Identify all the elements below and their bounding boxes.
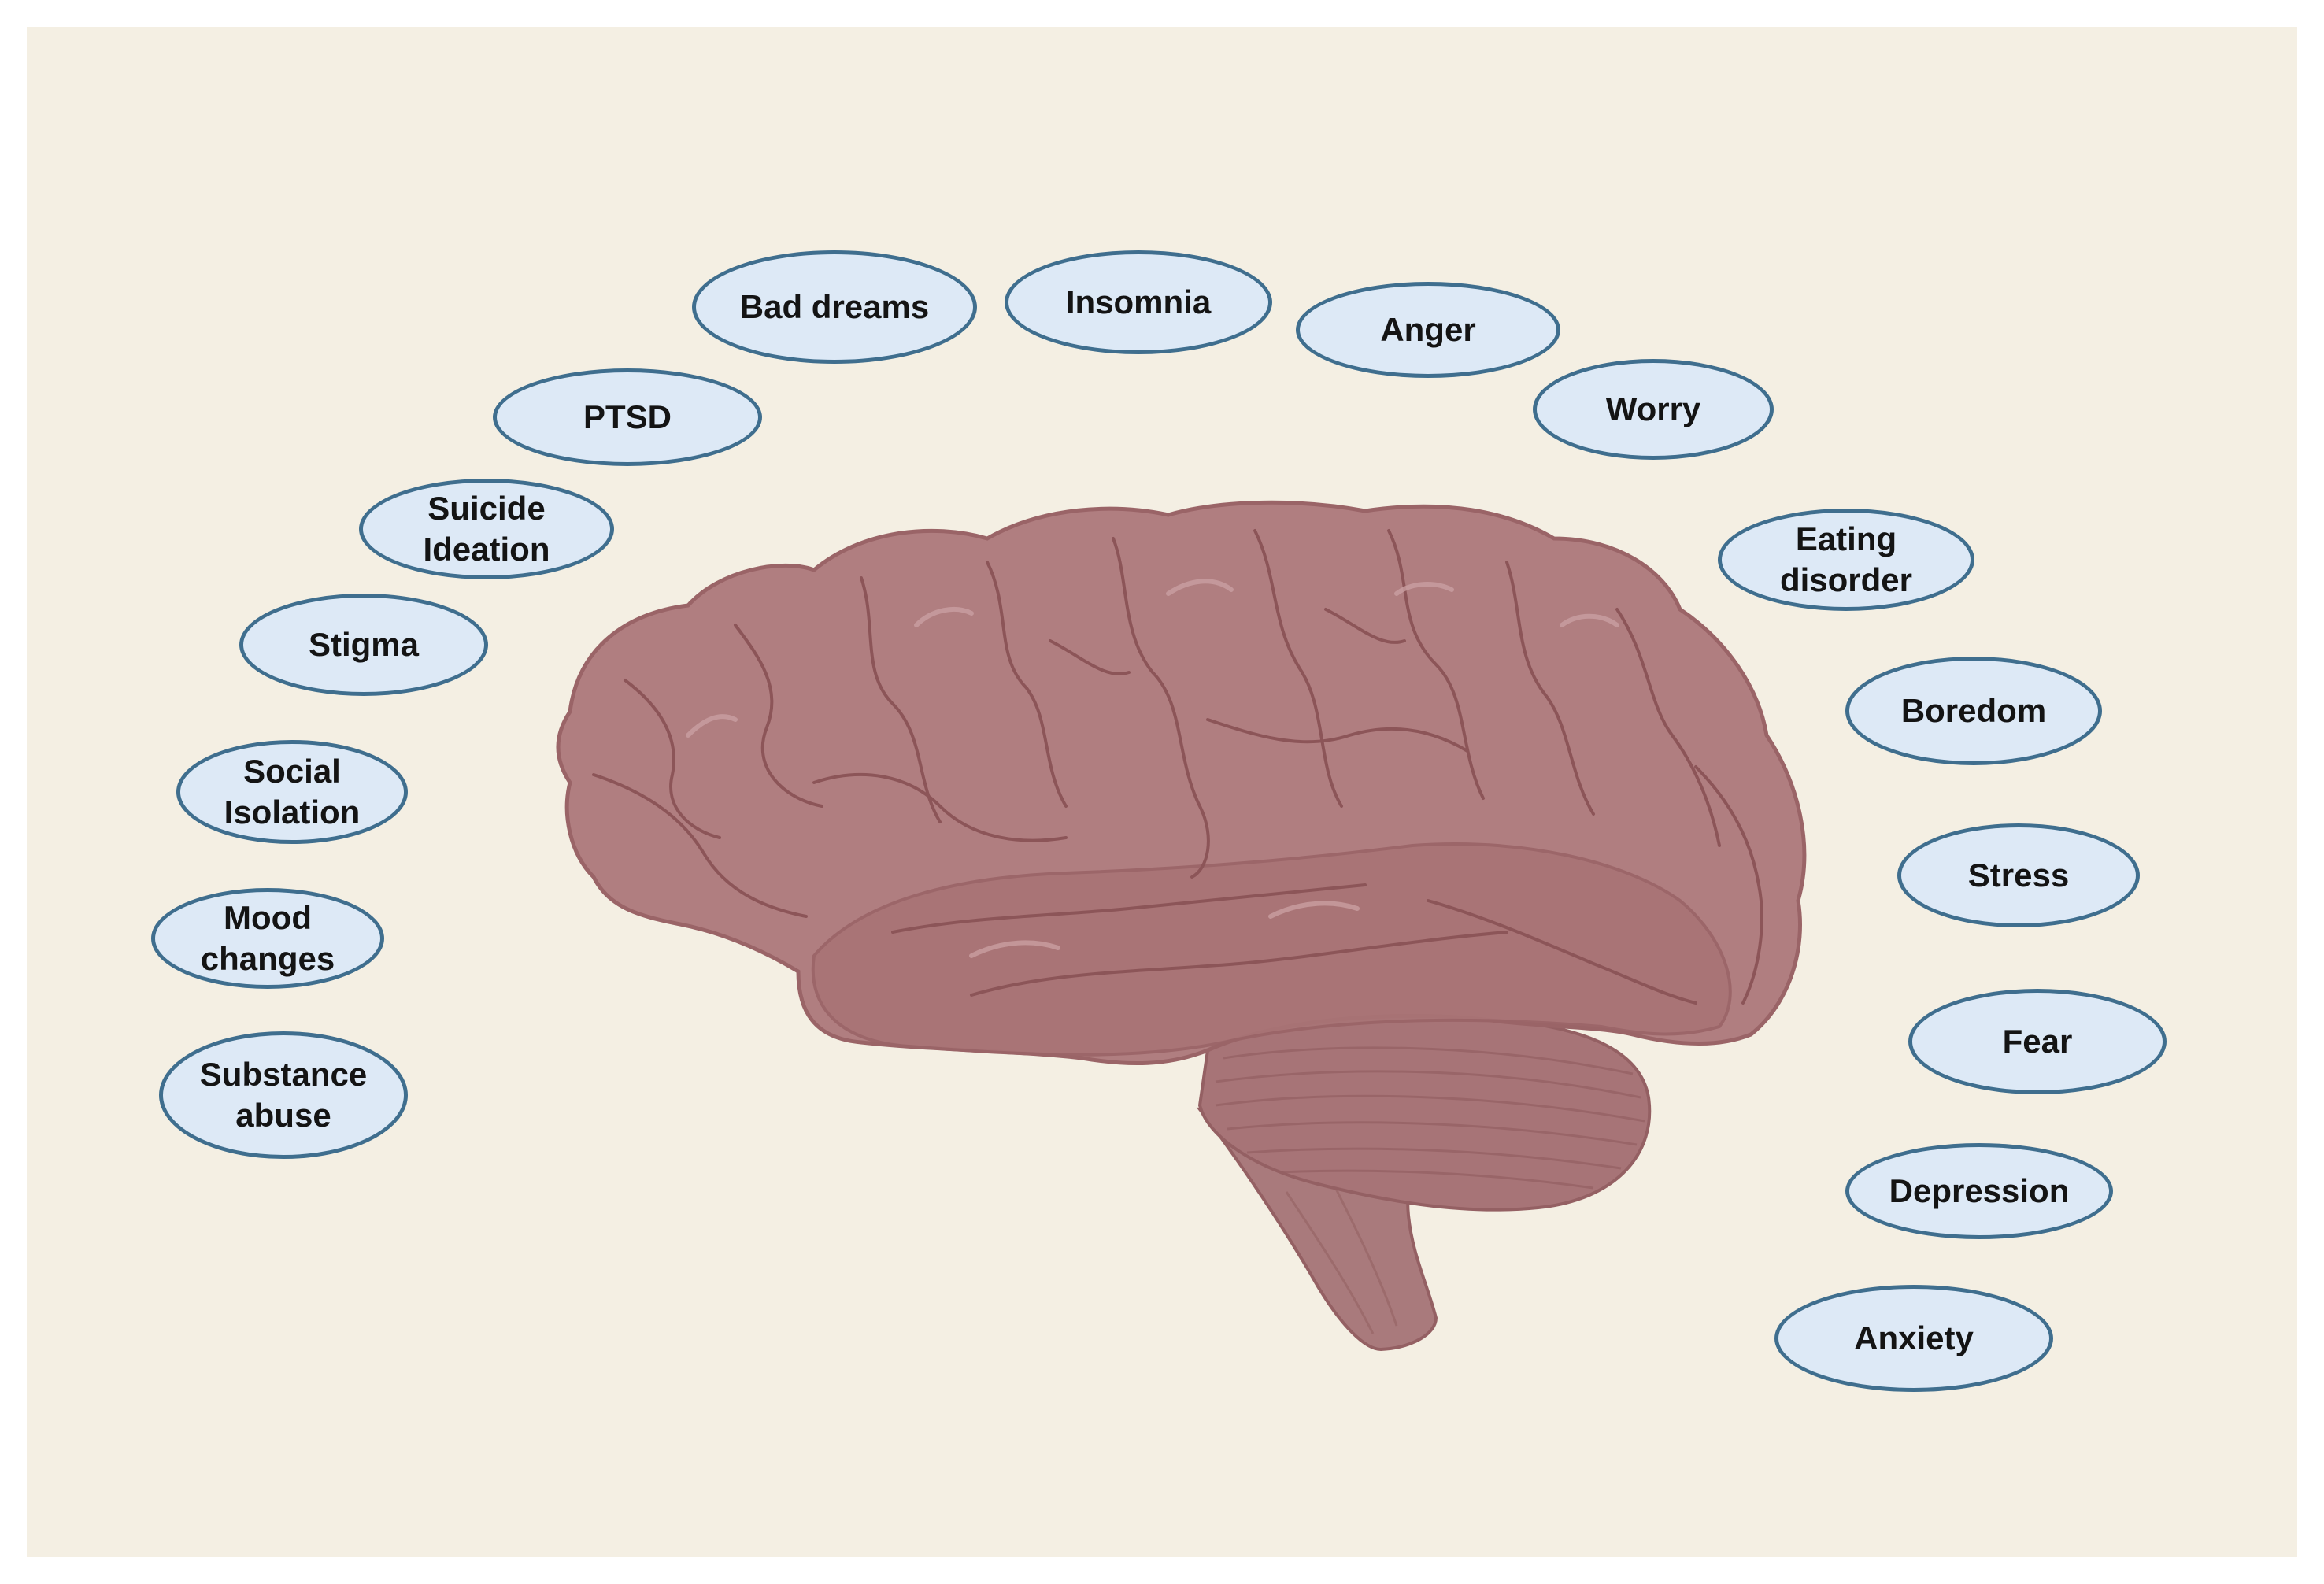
bubble-social-isolation: Social Isolation [176, 740, 408, 844]
bubble-stress: Stress [1897, 823, 2140, 927]
label-bad-dreams: Bad dreams [739, 288, 930, 325]
label-stigma: Stigma [308, 626, 420, 663]
label-worry: Worry [1605, 390, 1701, 427]
label-anger: Anger [1380, 311, 1476, 348]
label-depression: Depression [1889, 1172, 2070, 1209]
bubble-insomnia: Insomnia [1005, 250, 1272, 354]
label-anxiety: Anxiety [1854, 1319, 1974, 1356]
label-fear: Fear [2002, 1023, 2073, 1060]
bubble-anxiety: Anxiety [1774, 1285, 2053, 1392]
bubble-worry: Worry [1533, 359, 1774, 460]
bubble-suicide-ideation: Suicide Ideation [359, 479, 614, 579]
bubble-bad-dreams: Bad dreams [692, 250, 977, 364]
label-stress: Stress [1967, 857, 2070, 894]
label-substance-abuse: Substance abuse [199, 1056, 368, 1134]
label-mood-changes: Mood changes [200, 899, 335, 977]
label-eating-disorder: Eating disorder [1779, 520, 1913, 598]
bubble-depression: Depression [1845, 1143, 2113, 1239]
label-social-isolation: Social Isolation [224, 753, 361, 831]
label-insomnia: Insomnia [1065, 283, 1212, 320]
brain-illustration [556, 500, 1807, 1352]
bubble-stigma: Stigma [239, 594, 488, 696]
bubble-anger: Anger [1296, 282, 1560, 378]
bubble-substance-abuse: Substance abuse [159, 1031, 408, 1159]
bubble-eating-disorder: Eating disorder [1718, 509, 1974, 611]
label-boredom: Boredom [1900, 692, 2047, 729]
figure-panel: Bad dreams Insomnia Anger Worry PTSD Sui… [27, 27, 2297, 1557]
label-ptsd: PTSD [583, 398, 672, 435]
bubble-ptsd: PTSD [493, 368, 762, 466]
bubble-boredom: Boredom [1845, 657, 2102, 765]
bubble-mood-changes: Mood changes [151, 888, 384, 989]
bubble-fear: Fear [1908, 989, 2167, 1094]
label-suicide-ideation: Suicide Ideation [423, 490, 550, 568]
